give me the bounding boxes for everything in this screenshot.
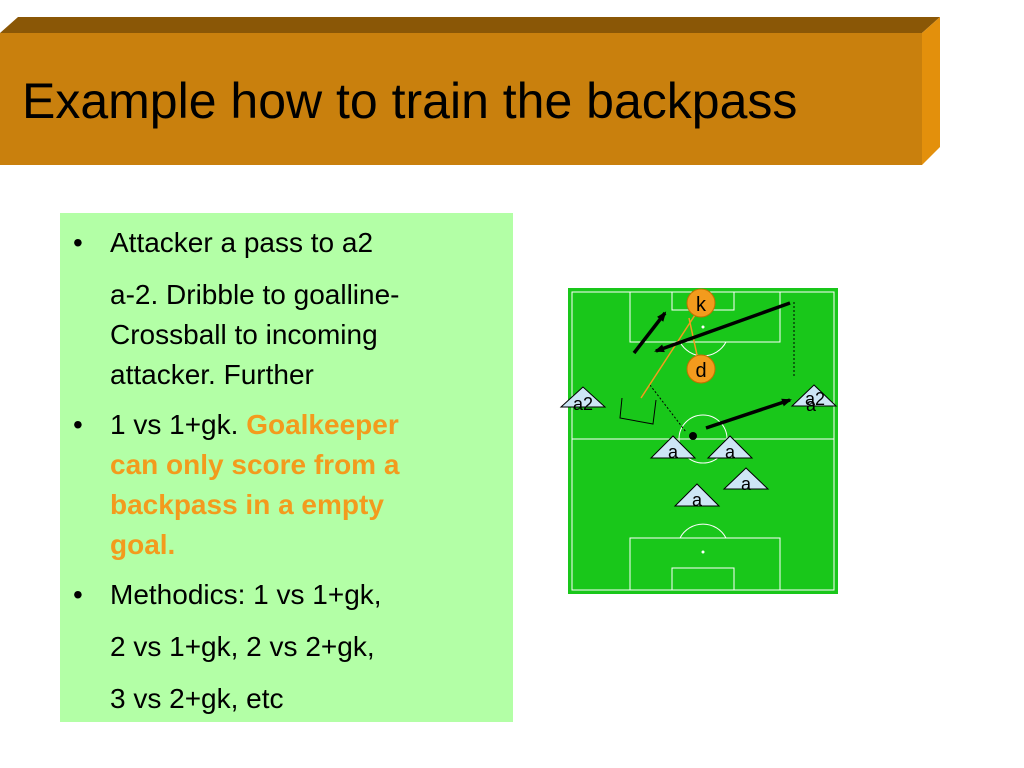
bullet-text-box: • Attacker a pass to a2 a-2. Dribble to … [60, 213, 513, 722]
bullet-2-highlight-1: Goalkeeper [246, 409, 399, 440]
bullet-item-1: • Attacker a pass to a2 [73, 223, 473, 263]
attacker-triangle-3 [722, 467, 770, 490]
defender-circle [686, 354, 716, 384]
bullet-glyph: • [73, 579, 83, 610]
keeper-circle [686, 288, 716, 318]
bullet-2-highlight-3: backpass in a empty [110, 489, 384, 520]
left-winger-triangle [559, 386, 607, 408]
bottom-penalty-arc [679, 523, 727, 539]
attacker-triangle-1 [649, 435, 697, 459]
attacker-label-1: a [668, 442, 679, 462]
bullet-3-line-3: 3 vs 2+gk, etc [110, 683, 284, 714]
pass-arrow [705, 398, 792, 430]
title-bar-front-face [0, 33, 922, 165]
bullet-2-highlight-4: goal. [110, 529, 176, 560]
attacker-label-2: a [725, 442, 736, 462]
keeper-pass-line [640, 314, 696, 399]
attacker-label-3: a [741, 474, 752, 494]
pitch [568, 288, 838, 594]
right-winger-triangle [790, 384, 838, 407]
pitch-markings [571, 291, 835, 591]
bottom-penalty-spot [701, 550, 705, 554]
bullet-2-highlight-2: can only score from a [110, 449, 400, 480]
title-bar [0, 17, 940, 165]
bullet-1-line-1: Attacker a pass to a2 [110, 227, 374, 258]
attacker-triangle-4 [673, 483, 721, 507]
attacker-movement-mark [619, 397, 657, 425]
title-bar-side-face [922, 17, 940, 165]
defender-label: d [695, 360, 706, 382]
bullet-1-line-3: Crossball to incoming [110, 319, 378, 350]
title-bar-top-face [0, 17, 940, 33]
cross-arrow [654, 301, 791, 353]
bottom-goal-box [671, 567, 735, 591]
bullet-3-line-2: 2 vs 1+gk, 2 vs 2+gk, [110, 631, 375, 662]
bullet-item-2: • 1 vs 1+gk. Goalkeeper [73, 405, 473, 445]
attacker-triangle-2 [706, 435, 754, 459]
bullet-glyph: • [73, 227, 83, 258]
defender-marker: d [686, 354, 716, 384]
top-penalty-spot [701, 325, 705, 329]
keeper-marker: k [686, 288, 716, 318]
right-winger-label-bottom: a [806, 395, 817, 415]
keeper-label: k [696, 294, 707, 316]
attacker-label-4: a [692, 490, 703, 510]
right-winger-label-top: a2 [805, 389, 825, 409]
attacker-run-line [649, 384, 687, 433]
ball [689, 432, 697, 440]
bullet-3-line-1: Methodics: 1 vs 1+gk, [110, 579, 382, 610]
bullet-1-line-2: a-2. Dribble to goalline- [110, 279, 400, 310]
left-winger-label: a2 [573, 394, 593, 414]
bullet-glyph: • [73, 409, 83, 440]
slide-title: Example how to train the backpass [22, 73, 798, 129]
bullet-item-3: • Methodics: 1 vs 1+gk, [73, 575, 473, 615]
shot-arrow [632, 311, 667, 355]
bullet-1-line-4: attacker. Further [110, 359, 314, 390]
bullet-2-prefix: 1 vs 1+gk. [110, 409, 247, 440]
